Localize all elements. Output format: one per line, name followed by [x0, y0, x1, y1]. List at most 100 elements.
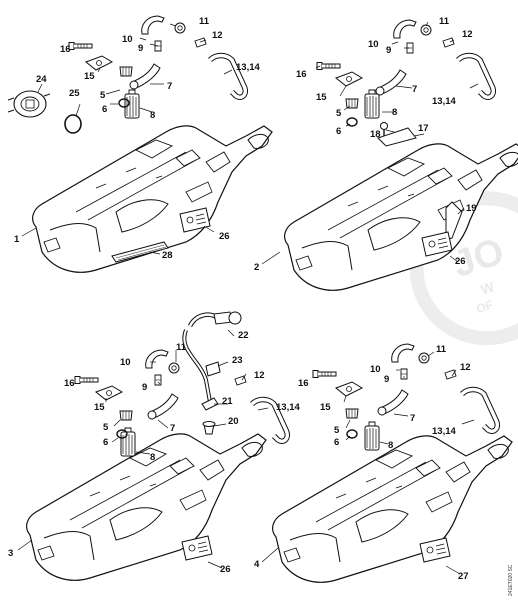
label-15: 15 — [94, 402, 105, 413]
label-12: 12 — [212, 30, 223, 41]
clip-12 — [234, 375, 247, 386]
leader-lines-2 — [261, 21, 479, 265]
label-26: 26 — [220, 564, 231, 575]
grommet-5 — [345, 408, 359, 419]
label-6: 6 — [102, 104, 107, 115]
clip-9 — [154, 374, 162, 386]
label-27: 27 — [458, 571, 469, 582]
label-11: 11 — [199, 16, 210, 27]
hose-10 — [141, 15, 165, 35]
bolt-16 — [312, 370, 337, 378]
leader-lines-3 — [17, 329, 269, 569]
panel-assembly-1: 11 10 9 12 16 15 7 13,14 24 25 5 6 8 26 … — [7, 15, 273, 273]
bolt-16 — [68, 42, 93, 50]
panel-assembly-3: 22 23 11 10 16 9 12 15 21 13,14 5 6 7 20… — [8, 311, 300, 581]
label-26: 26 — [219, 231, 230, 242]
label-assembly-4: 4 — [254, 559, 260, 570]
label-7: 7 — [410, 413, 415, 424]
label-16: 16 — [298, 378, 309, 389]
labels-1: 11 10 9 12 16 15 7 13,14 24 25 5 6 8 26 … — [14, 16, 260, 261]
watermark-text-3: OF — [475, 297, 495, 315]
bracket-15 — [335, 71, 363, 87]
panel-assembly-4: 11 10 9 12 16 15 7 13,14 5 6 8 27 4 — [254, 343, 513, 583]
reference-code: 241ET020 SC — [508, 564, 514, 596]
leader-lines-1 — [21, 23, 233, 255]
label-24: 24 — [36, 74, 47, 85]
label-16: 16 — [296, 69, 307, 80]
label-16: 16 — [60, 44, 71, 55]
valve-20 — [202, 421, 216, 435]
label-13-14: 13,14 — [432, 96, 456, 107]
label-17: 17 — [418, 123, 429, 134]
hose-10 — [393, 19, 417, 39]
label-6: 6 — [103, 437, 108, 448]
hose-7 — [375, 69, 407, 96]
panel-assembly-2: 11 10 9 12 16 15 7 13,14 5 6 8 18 17 19 … — [254, 16, 518, 291]
label-10: 10 — [120, 357, 131, 368]
label-9: 9 — [386, 45, 391, 56]
label-8: 8 — [150, 110, 155, 121]
label-21: 21 — [222, 396, 233, 407]
label-12: 12 — [254, 370, 265, 381]
label-13-14: 13,14 — [432, 426, 456, 437]
label-11: 11 — [436, 344, 447, 355]
filter-8 — [364, 421, 380, 451]
labels-2: 11 10 9 12 16 15 7 13,14 5 6 8 18 17 19 … — [254, 16, 477, 273]
label-12: 12 — [460, 362, 471, 373]
cap-11 — [418, 352, 430, 364]
label-5: 5 — [100, 90, 106, 101]
labels-3: 22 23 11 10 16 9 12 15 21 13,14 5 6 7 20… — [8, 330, 300, 575]
label-10: 10 — [368, 39, 379, 50]
label-8: 8 — [150, 452, 155, 463]
bolt-16 — [316, 62, 341, 70]
label-23: 23 — [232, 355, 243, 366]
filter-8 — [364, 89, 380, 119]
label-5: 5 — [336, 108, 342, 119]
label-26: 26 — [455, 256, 466, 267]
cap-11 — [168, 362, 180, 374]
label-11: 11 — [176, 342, 187, 353]
hose-10 — [145, 349, 169, 369]
label-25: 25 — [69, 88, 80, 99]
plate-17 — [377, 127, 417, 147]
bracket-15 — [95, 385, 123, 401]
label-15: 15 — [84, 71, 95, 82]
clip-12 — [442, 37, 455, 48]
filter-8 — [120, 427, 136, 457]
label-6: 6 — [336, 126, 341, 137]
label-16: 16 — [64, 378, 75, 389]
watermark-text-2: W — [479, 278, 497, 298]
ring-6 — [346, 429, 358, 439]
label-5: 5 — [334, 425, 340, 436]
hose-7 — [129, 63, 161, 90]
bolt-16 — [74, 376, 99, 384]
label-19: 19 — [466, 203, 477, 214]
hose-13-14 — [462, 390, 497, 432]
label-15: 15 — [320, 402, 331, 413]
hose-13-14 — [458, 56, 493, 98]
housing-4 — [272, 435, 513, 583]
label-10: 10 — [122, 34, 133, 45]
label-assembly-3: 3 — [8, 548, 13, 559]
clip-12 — [444, 369, 457, 380]
bracket-15 — [85, 55, 113, 71]
grommet-23 — [205, 361, 221, 377]
screw-18 — [380, 122, 388, 136]
hose-10 — [391, 343, 415, 363]
label-assembly-2: 2 — [254, 262, 259, 273]
housing-3 — [26, 433, 267, 581]
label-9: 9 — [138, 43, 143, 54]
cap-11 — [420, 24, 432, 36]
label-8: 8 — [388, 440, 393, 451]
clip-12 — [194, 37, 207, 48]
label-assembly-1: 1 — [14, 234, 20, 245]
grommet-5 — [119, 66, 133, 77]
label-28: 28 — [162, 250, 173, 261]
label-11: 11 — [439, 16, 450, 27]
hose-7 — [377, 389, 409, 416]
label-12: 12 — [462, 29, 473, 40]
grommet-5 — [345, 98, 359, 109]
label-10: 10 — [370, 364, 381, 375]
label-9: 9 — [142, 382, 147, 393]
label-15: 15 — [316, 92, 327, 103]
